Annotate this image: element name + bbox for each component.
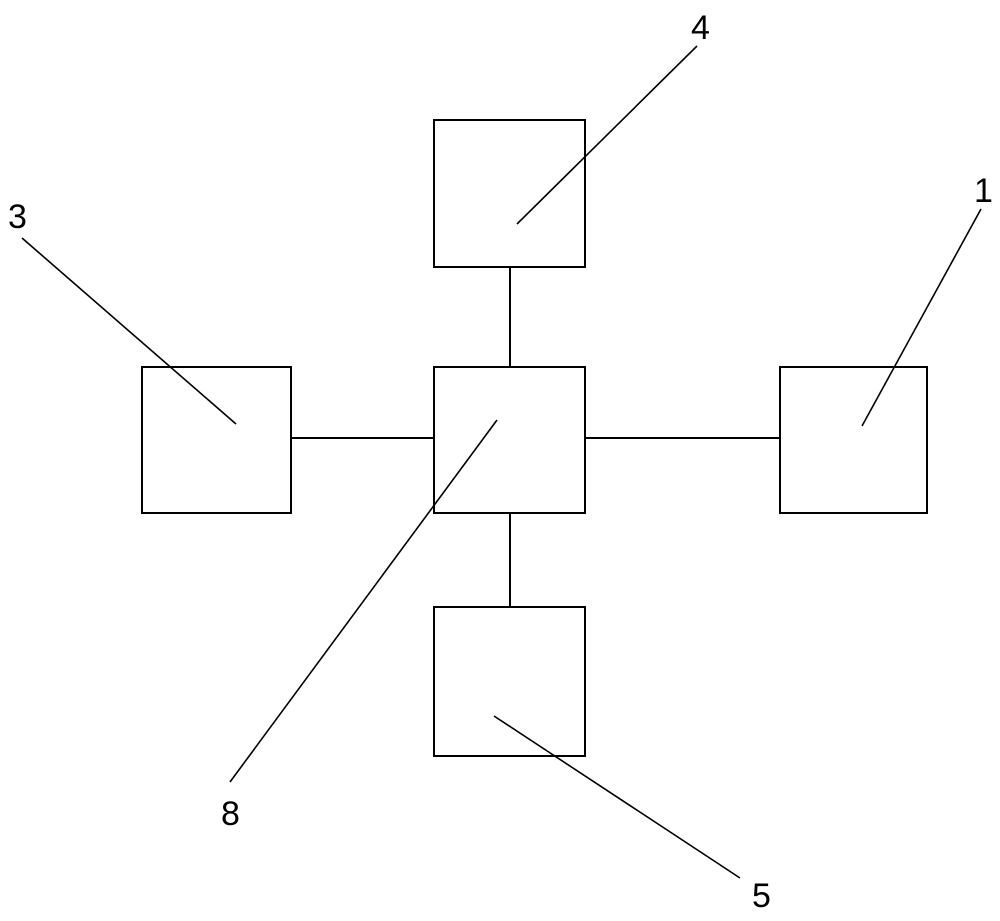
leader-bottom: [493, 715, 741, 879]
box-center: [433, 366, 586, 514]
leader-left: [21, 237, 237, 425]
box-left: [141, 366, 292, 514]
leader-right: [861, 208, 982, 427]
label-right: 1: [974, 172, 993, 210]
leader-top: [516, 45, 698, 225]
label-bottom: 5: [752, 877, 771, 915]
label-center: 8: [221, 795, 240, 833]
leader-center: [229, 419, 498, 783]
label-left: 3: [8, 198, 27, 236]
label-top: 4: [691, 9, 710, 47]
box-bottom: [433, 606, 586, 757]
box-top: [433, 119, 586, 268]
box-right: [779, 366, 928, 514]
